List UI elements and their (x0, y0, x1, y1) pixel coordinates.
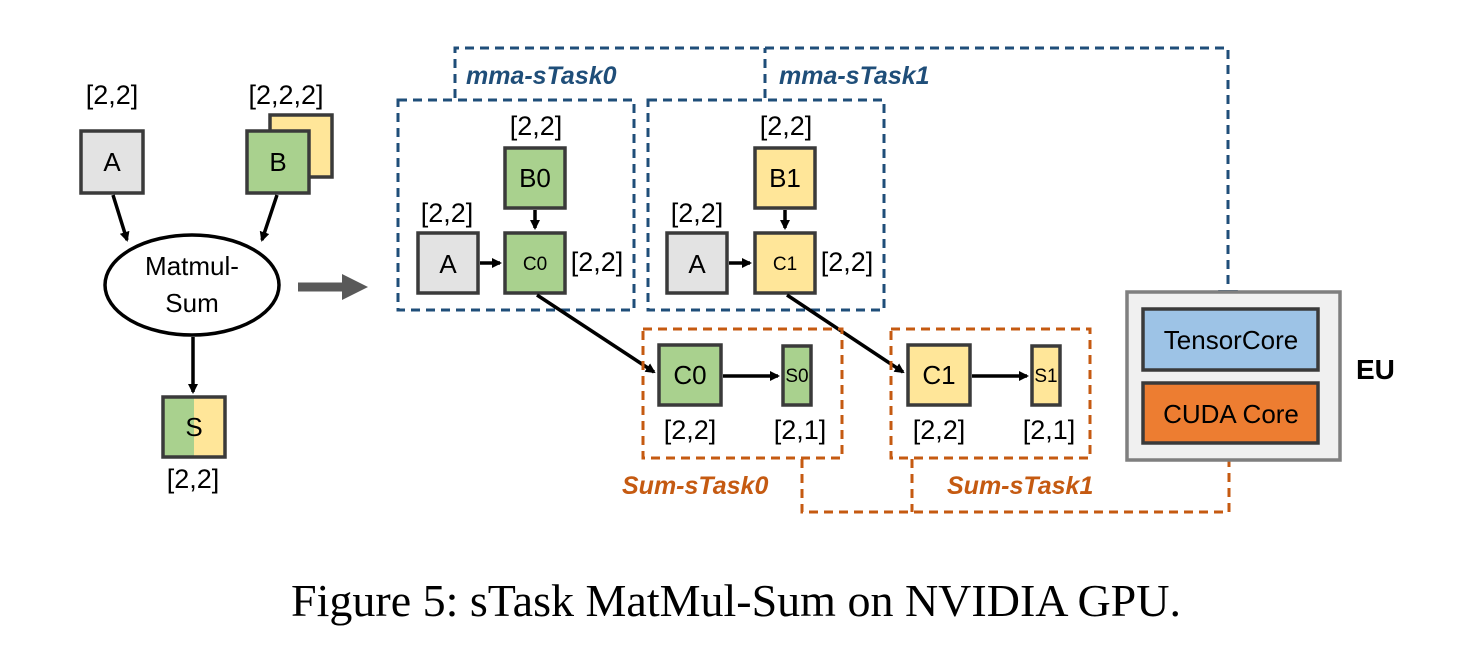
mma1-b-node (753, 146, 817, 210)
matmul-sum-op-node (103, 233, 281, 337)
sum-stask0-title: Sum-sTask0 (622, 472, 768, 500)
sum1-c-node (906, 343, 972, 407)
tensor-a-label: A (103, 147, 121, 177)
sum1-c-shape: [2,2] (913, 415, 966, 445)
edge-mma1-c-to-sum1-c (786, 293, 905, 374)
mma1-a-label: A (688, 249, 706, 279)
sum0-c-shape: [2,2] (664, 415, 717, 445)
mma-stask0-title: mma-sTask0 (466, 62, 617, 90)
cudacore-label: CUDA Core (1163, 399, 1299, 429)
mma1-c-label: C1 (773, 254, 797, 275)
sum-stask1-group: Sum-sTask1 C1 [2,2] S1 [2,1] (889, 327, 1093, 500)
tensor-s-label: S (185, 412, 202, 442)
sum0-c-label: C0 (673, 360, 706, 390)
sum-stask0-box (641, 327, 844, 460)
sum-stask1-title: Sum-sTask1 (947, 472, 1093, 500)
mma0-c-node (503, 231, 567, 295)
mma-stask1-title: mma-sTask1 (779, 62, 930, 90)
a-shape-label: [2,2] (86, 80, 139, 110)
mma-stask0-group: mma-sTask0 [2,2] B0 [2,2] A C0 [2,2] (396, 62, 636, 312)
edge-mma0-c-to-sum0-c (536, 293, 656, 374)
sum0-s-label: S0 (785, 366, 808, 387)
s-shape-label: [2,2] (167, 464, 220, 494)
eu-group: TensorCore CUDA Core EU (1125, 290, 1395, 462)
mma1-b-label: B1 (769, 163, 801, 193)
sum1-s-label: S1 (1034, 366, 1057, 387)
mma1-c-node (753, 231, 817, 295)
sum1-s-node (1030, 344, 1062, 407)
mma0-b-label: B0 (519, 163, 551, 193)
original-graph: [2,2] A [2,2,2] B Matmul- Sum S [2,2] (79, 80, 334, 494)
mma0-a-shape: [2,2] (421, 198, 474, 228)
op-label-line2: Sum (165, 288, 218, 318)
edge-a-to-op (111, 194, 130, 242)
op-label-line1: Matmul- (145, 251, 239, 281)
sum1-s-shape: [2,1] (1023, 415, 1076, 445)
sum-stask0-group: Sum-sTask0 C0 [2,2] S0 [2,1] (622, 327, 844, 500)
mma1-a-node (665, 231, 729, 295)
mma-stask1-group: mma-sTask1 [2,2] B1 [2,2] A C1 [2,2] (646, 62, 930, 312)
b-shape-label: [2,2,2] (248, 80, 323, 110)
mma0-a-label: A (439, 249, 457, 279)
tensor-s-yellow-half (194, 397, 225, 457)
mma0-a-node (416, 231, 480, 295)
mma-to-tensorcore-route (453, 46, 1230, 296)
mma1-b-shape: [2,2] (760, 111, 813, 141)
sum-stask1-box (889, 327, 1092, 460)
eu-label: EU (1356, 354, 1395, 385)
mma1-a-shape: [2,2] (671, 198, 724, 228)
tensorcore-unit (1141, 307, 1320, 372)
tensor-s-node (161, 395, 227, 459)
mma-stask0-box (396, 98, 636, 312)
tensor-b-node (245, 129, 311, 195)
figure-caption: Figure 5: sTask MatMul-Sum on NVIDIA GPU… (291, 575, 1181, 626)
cudacore-unit (1141, 381, 1320, 445)
mma0-b-shape: [2,2] (510, 111, 563, 141)
sum0-c-node (657, 343, 723, 407)
sum0-s-shape: [2,1] (774, 415, 827, 445)
mma0-c-shape: [2,2] (571, 247, 624, 277)
tensor-b-label: B (269, 147, 286, 177)
tensorcore-label: TensorCore (1164, 325, 1298, 355)
sum0-s-node (781, 344, 813, 407)
mma-stask1-box (646, 98, 886, 312)
tensor-s-green-half (163, 397, 194, 457)
tensor-a-node (79, 129, 145, 195)
mma0-b-node (503, 146, 567, 210)
mma0-c-label: C0 (523, 254, 547, 275)
sum1-c-label: C1 (922, 360, 955, 390)
sum-to-cudacore-route (800, 450, 1231, 514)
edge-b-to-op (259, 194, 279, 242)
mma1-c-shape: [2,2] (821, 247, 874, 277)
